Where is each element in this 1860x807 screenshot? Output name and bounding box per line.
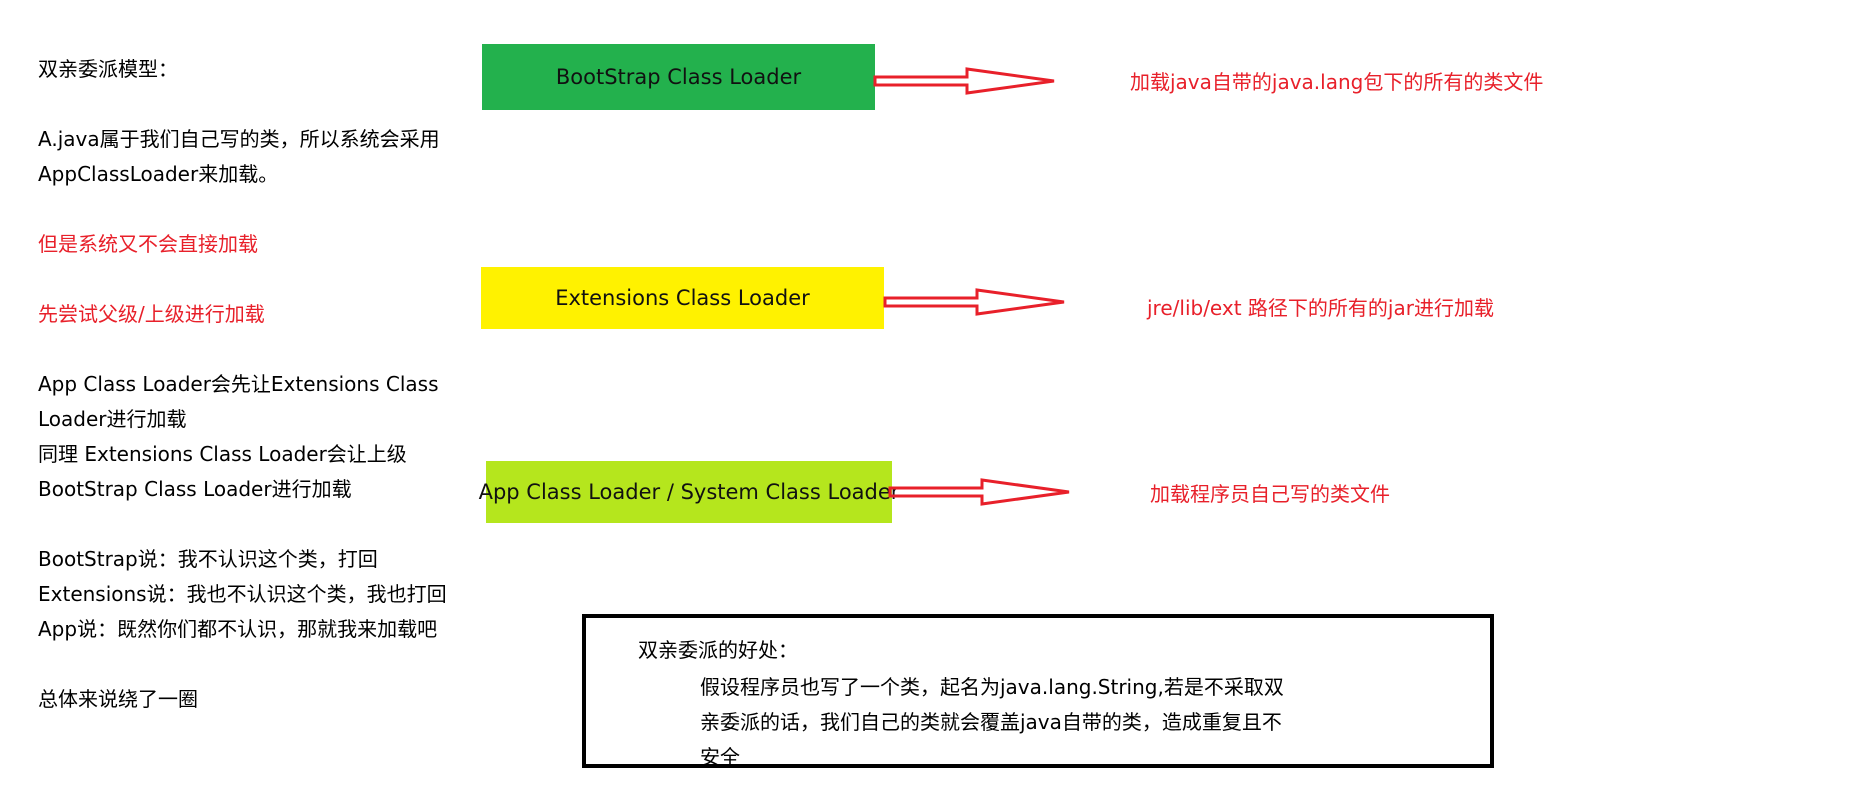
extensions-arrow-icon bbox=[883, 288, 1065, 316]
extensions-loader-label: Extensions Class Loader bbox=[555, 286, 810, 310]
app-description: 加载程序员自己写的类文件 bbox=[1150, 482, 1390, 506]
notes-para2-line3: 同理 Extensions Class Loader会让上级 bbox=[38, 442, 407, 466]
app-arrow-icon bbox=[888, 478, 1070, 506]
notes-summary: 总体来说绕了一圈 bbox=[38, 687, 198, 711]
benefit-line-3: 安全 bbox=[700, 745, 740, 769]
bootstrap-description: 加载java自带的java.lang包下的所有的类文件 bbox=[1130, 70, 1544, 94]
bootstrap-loader-label: BootStrap Class Loader bbox=[555, 65, 802, 89]
app-loader-box: App Class Loader / System Class Loader bbox=[479, 461, 899, 523]
notes-title: 双亲委派模型： bbox=[38, 57, 178, 81]
benefit-body: 假设程序员也写了一个类，起名为java.lang.String,若是不采取双 亲… bbox=[700, 670, 1300, 775]
notes-para2-line2: Loader进行加载 bbox=[38, 407, 187, 431]
benefit-line-1: 假设程序员也写了一个类，起名为java.lang.String,若是不采取双 bbox=[700, 675, 1284, 699]
extensions-loader-box: Extensions Class Loader bbox=[481, 267, 884, 329]
extensions-description: jre/lib/ext 路径下的所有的jar进行加载 bbox=[1147, 296, 1494, 320]
notes-para3-line2: Extensions说：我也不认识这个类，我也打回 bbox=[38, 582, 447, 606]
notes-para1-line2: AppClassLoader来加载。 bbox=[38, 162, 279, 186]
bootstrap-loader-box: BootStrap Class Loader bbox=[482, 44, 875, 110]
notes-para3-line3: App说：既然你们都不认识，那就我来加载吧 bbox=[38, 617, 438, 641]
notes-para1-line1: A.java属于我们自己写的类，所以系统会采用 bbox=[38, 127, 440, 151]
notes-red-line1: 但是系统又不会直接加载 bbox=[38, 232, 258, 256]
bootstrap-arrow-icon bbox=[873, 67, 1055, 95]
notes-red-line2: 先尝试父级/上级进行加载 bbox=[38, 302, 265, 326]
notes-para2-line1: App Class Loader会先让Extensions Class bbox=[38, 372, 439, 396]
benefit-line-2: 亲委派的话，我们自己的类就会覆盖java自带的类，造成重复且不 bbox=[700, 710, 1282, 734]
app-loader-label: App Class Loader / System Class Loader bbox=[478, 480, 900, 504]
notes-para2-line4: BootStrap Class Loader进行加载 bbox=[38, 477, 352, 501]
notes-para3-line1: BootStrap说：我不认识这个类，打回 bbox=[38, 547, 378, 571]
benefit-title: 双亲委派的好处： bbox=[638, 638, 798, 662]
benefit-box: 双亲委派的好处： 假设程序员也写了一个类，起名为java.lang.String… bbox=[582, 614, 1494, 769]
left-notes: 双亲委派模型： A.java属于我们自己写的类，所以系统会采用 AppClass… bbox=[38, 52, 478, 717]
